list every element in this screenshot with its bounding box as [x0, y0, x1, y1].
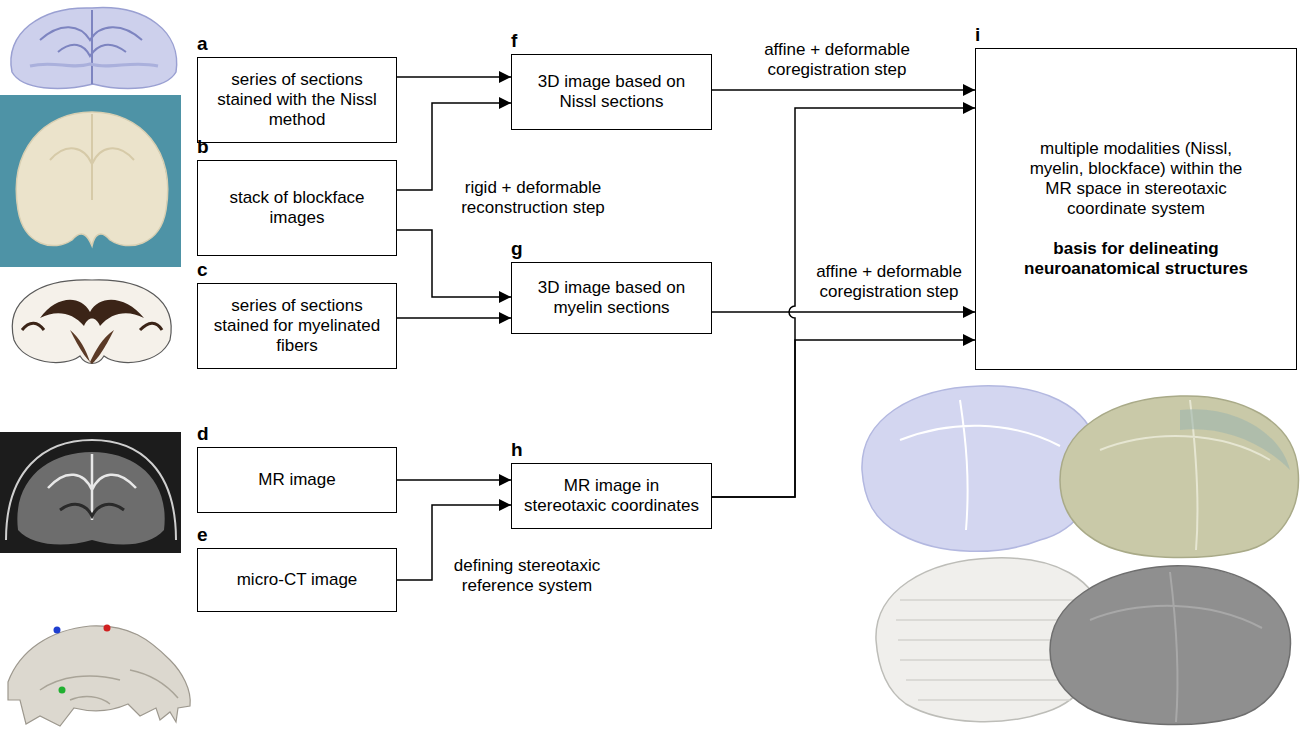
myelin-tract — [40, 300, 144, 326]
landmark-dot — [54, 627, 61, 634]
process-box: emicro-CT image — [197, 548, 397, 612]
process-box: aseries of sections stained with the Nis… — [197, 57, 397, 143]
panel-letter: i — [975, 25, 980, 45]
box-text-group: 3D image based on myelin sections — [512, 272, 711, 324]
myelin-tract — [22, 323, 162, 330]
brain-shade — [1180, 409, 1290, 470]
panel-letter: c — [197, 260, 208, 280]
panel-letter: g — [511, 239, 523, 259]
mr-image — [0, 432, 181, 553]
box-text: MR image — [258, 470, 335, 490]
blockface-ground — [0, 95, 181, 267]
section-outline — [11, 8, 177, 89]
box-text: MR image in stereotaxic coordinates — [522, 476, 701, 516]
flow-arrow — [397, 317, 511, 319]
landmark-dot — [59, 687, 66, 694]
box-text: series of sections stained with the Niss… — [208, 70, 386, 130]
step-label: affine + deformable coregistration step — [752, 40, 922, 80]
box-text: multiple modalities (Nissl, myelin, bloc… — [1021, 139, 1251, 219]
step-label: rigid + deformable reconstruction step — [440, 178, 626, 218]
step-label: defining stereotaxic reference system — [442, 556, 612, 596]
box-text-group: micro-CT image — [198, 564, 396, 596]
section-outline — [12, 280, 171, 364]
box-text-group: MR image in stereotaxic coordinates — [512, 470, 711, 522]
box-text: micro-CT image — [237, 570, 358, 590]
box-text: 3D image based on Nissl sections — [522, 72, 701, 112]
blockface-rendering — [1060, 396, 1298, 558]
panel-letter: b — [197, 137, 209, 157]
flow-arrow — [712, 311, 975, 313]
mr-detail — [48, 454, 136, 520]
blockface-image — [0, 95, 181, 267]
mr-detail — [60, 504, 124, 516]
box-text-group: series of sections stained for myelinate… — [198, 290, 396, 362]
panel-letter: f — [511, 31, 517, 51]
flow-arrow — [712, 340, 975, 497]
box-text: 3D image based on myelin sections — [522, 278, 701, 318]
box-text-group: stack of blockface images — [198, 182, 396, 234]
process-box: g3D image based on myelin sections — [511, 262, 712, 334]
box-text: series of sections stained for myelinate… — [208, 296, 386, 356]
micro-ct-skull — [8, 625, 190, 727]
process-box: f3D image based on Nissl sections — [511, 54, 712, 130]
blockface-detail — [50, 114, 134, 200]
flow-arrow — [397, 76, 511, 78]
process-box: bstack of blockface images — [197, 160, 397, 256]
skull-detail — [40, 670, 178, 704]
flow-arrow — [712, 89, 975, 91]
process-box: dMR image — [197, 447, 397, 513]
section-detail — [40, 10, 142, 84]
box-text-group: multiple modalities (Nissl, myelin, bloc… — [1011, 133, 1261, 285]
process-box: cseries of sections stained for myelinat… — [197, 283, 397, 369]
skull-outline — [8, 626, 190, 726]
myelin-tract — [70, 330, 114, 364]
box-text: stack of blockface images — [208, 188, 386, 228]
brain-rendering — [1060, 396, 1298, 558]
box-text-group: 3D image based on Nissl sections — [512, 66, 711, 118]
flow-arrow — [397, 479, 511, 481]
brain-detail — [900, 400, 1060, 530]
process-box: imultiple modalities (Nissl, myelin, blo… — [975, 48, 1297, 370]
step-label: affine + deformable coregistration step — [806, 262, 972, 302]
flow-arrow — [397, 103, 511, 190]
box-emphasis: basis for delineating neuroanatomical st… — [1021, 239, 1251, 279]
panel-letter: e — [197, 525, 208, 545]
landmark-dot — [104, 625, 111, 632]
process-box: hMR image in stereotaxic coordinates — [511, 463, 712, 529]
nissl-section — [11, 8, 177, 89]
box-text-group: MR image — [198, 464, 396, 496]
panel-letter: a — [197, 34, 208, 54]
mr-rendering — [1050, 566, 1290, 725]
flow-arrow — [397, 230, 511, 297]
section-detail — [30, 64, 158, 66]
brain-detail — [1090, 572, 1262, 722]
flow-arrow — [712, 108, 975, 497]
panel-letter: h — [511, 440, 523, 460]
box-text-group: series of sections stained with the Niss… — [198, 64, 396, 136]
myelin-section — [12, 280, 171, 364]
panel-letter: d — [197, 424, 209, 444]
mr-brain — [17, 452, 164, 545]
blockface-tissue — [16, 112, 167, 246]
mr-ground — [0, 432, 181, 553]
brain-rendering — [1050, 566, 1290, 725]
